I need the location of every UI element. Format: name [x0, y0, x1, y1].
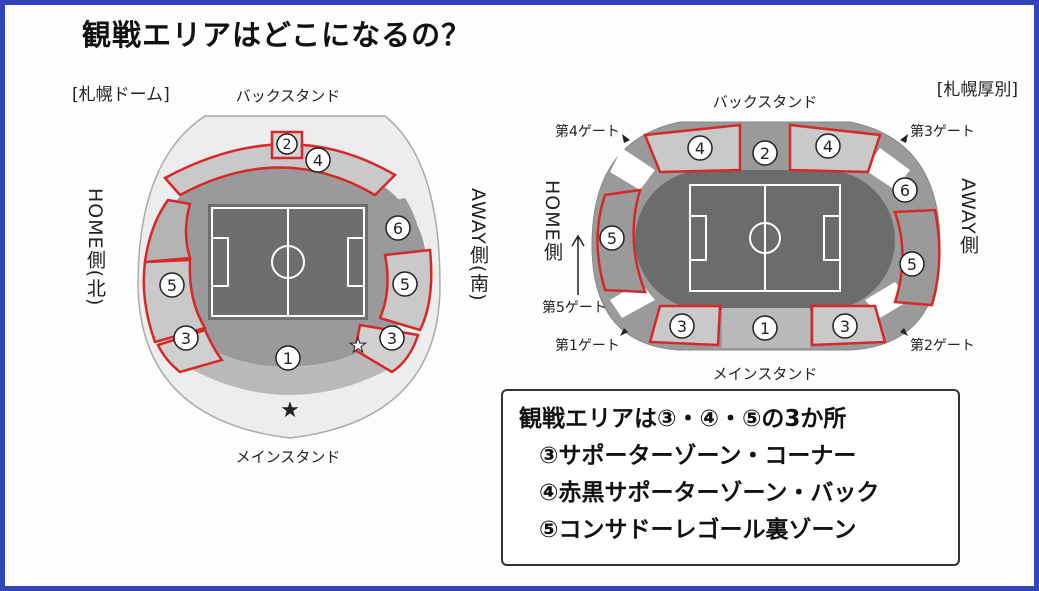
atsubetsu-area-4-right-marker: 4 — [815, 133, 841, 159]
dome-area-3-home-marker: 3 — [173, 325, 199, 351]
dome-top-stand-label: バックスタンド — [236, 87, 341, 105]
atsubetsu-area-4-left-marker: 4 — [687, 135, 713, 161]
gate1-arrow-icon — [620, 328, 628, 336]
gate2-arrow-icon — [900, 328, 908, 336]
svg-text:2: 2 — [283, 137, 292, 153]
dome-area-3-away-marker: 3 — [379, 325, 405, 351]
dome-bottom-stand-label: メインスタンド — [236, 448, 341, 466]
dome-zone-4 — [163, 143, 398, 197]
svg-text:1: 1 — [760, 319, 770, 338]
atsubetsu-area-5-home-marker: 5 — [599, 225, 625, 251]
svg-text:2: 2 — [760, 144, 770, 163]
gate3-arrow-icon — [900, 134, 908, 143]
atsubetsu-top-stand-label: バックスタンド — [713, 93, 818, 111]
dome-away-side-label: AWAY側(南) — [467, 188, 489, 302]
atsubetsu-area-5-away-marker: 5 — [899, 251, 925, 277]
svg-text:1: 1 — [283, 349, 293, 368]
dome-map: 2 4 6 5 5 3 3 1 ★ ★ — [72, 85, 489, 466]
dome-home-side-label: HOME側(北) — [84, 188, 106, 306]
gate5-label: 第5ゲート — [542, 299, 607, 316]
note-line-3: ④赤黒サポーターゾーン・バック — [539, 480, 880, 506]
svg-text:5: 5 — [607, 229, 617, 248]
atsubetsu-area-6-marker: 6 — [892, 177, 918, 203]
svg-text:3: 3 — [840, 317, 850, 336]
atsubetsu-bottom-stand-label: メインスタンド — [713, 365, 818, 383]
gate4-label: 第4ゲート — [555, 123, 620, 140]
page-title: 観戦エリアはどこになるの？ — [82, 18, 472, 52]
gate1-label: 第1ゲート — [555, 337, 620, 354]
svg-text:5: 5 — [400, 275, 410, 294]
gate2-label: 第2ゲート — [910, 337, 975, 354]
note-line-1: 観戦エリアは③・④・⑤の3か所 — [519, 406, 847, 432]
svg-text:4: 4 — [695, 139, 705, 158]
svg-text:3: 3 — [181, 329, 191, 348]
dome-venue-label: [札幌ドーム] — [72, 85, 170, 105]
atsubetsu-area-3-left-marker: 3 — [669, 313, 695, 339]
svg-text:5: 5 — [907, 255, 917, 274]
gate5-arrow-icon — [571, 234, 585, 295]
note-line-4: ⑤コンサドーレゴール裏ゾーン — [539, 517, 857, 543]
dome-area-5-away-marker: 5 — [392, 271, 418, 297]
atsubetsu-area-2-marker: 2 — [752, 140, 778, 166]
dome-area-1-marker: 1 — [275, 345, 301, 371]
dome-area-6-marker: 6 — [385, 215, 411, 241]
svg-text:6: 6 — [900, 181, 910, 200]
atsubetsu-area-1-marker: 1 — [752, 315, 778, 341]
dome-area-2-marker: 2 — [276, 133, 298, 155]
black-star-icon: ★ — [280, 398, 300, 423]
svg-text:4: 4 — [823, 137, 833, 156]
viewing-area-note: 観戦エリアは③・④・⑤の3か所 ③サポーターゾーン・コーナー ④赤黒サポーターゾ… — [501, 389, 960, 566]
dome-zone-5-home-upper — [143, 198, 192, 264]
note-line-2: ③サポーターゾーン・コーナー — [539, 443, 857, 469]
svg-text:3: 3 — [387, 329, 397, 348]
dome-area-4-marker: 4 — [305, 147, 331, 173]
svg-text:5: 5 — [167, 276, 177, 295]
gate3-label: 第3ゲート — [910, 123, 975, 140]
svg-text:3: 3 — [677, 317, 687, 336]
svg-text:6: 6 — [393, 219, 403, 238]
white-star-icon: ★ — [349, 333, 367, 357]
dome-main-stand — [175, 330, 405, 395]
atsubetsu-away-side-label: AWAY側 — [957, 178, 979, 255]
atsubetsu-home-side-label: HOME側 — [541, 180, 563, 262]
gate4-arrow-icon — [622, 134, 630, 143]
dome-area-5-home-marker: 5 — [159, 272, 185, 298]
atsubetsu-map: 4 2 4 5 6 5 3 1 — [541, 80, 1018, 383]
atsubetsu-area-3-right-marker: 3 — [832, 313, 858, 339]
atsubetsu-venue-label: [札幌厚別] — [937, 80, 1018, 100]
svg-text:4: 4 — [313, 151, 323, 170]
